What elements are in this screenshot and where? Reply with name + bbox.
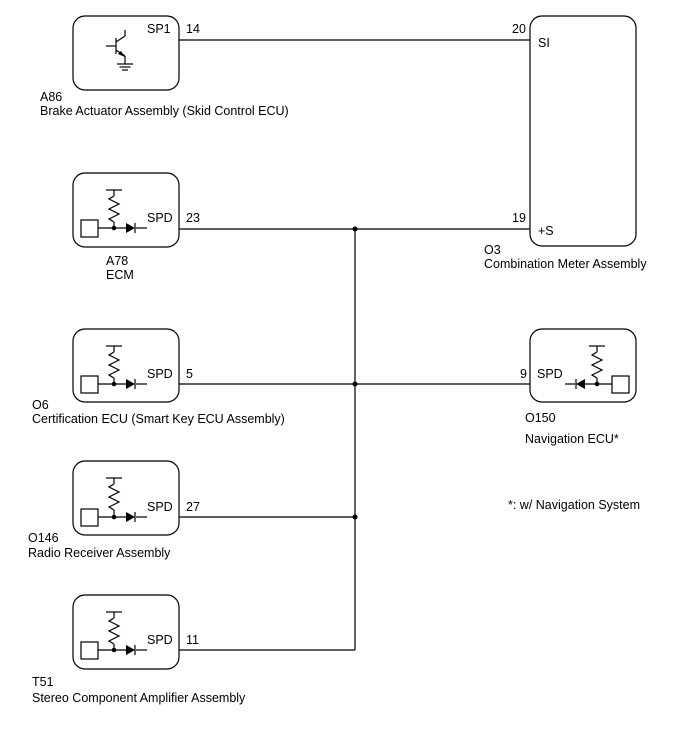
- t51-node: [111, 647, 117, 653]
- a86-terminal: SP1: [147, 22, 171, 36]
- t51-internal: [80, 611, 147, 660]
- a86-pin: 14: [186, 22, 200, 36]
- o150-node: [594, 381, 600, 387]
- o3-name: Combination Meter Assembly: [484, 257, 647, 271]
- ecm-node: [111, 225, 117, 231]
- t51-terminal: SPD: [147, 633, 173, 647]
- a86-box: [72, 15, 180, 91]
- ecm-diode: [126, 223, 135, 233]
- o150-box: [529, 328, 637, 403]
- o3-code: O3: [484, 243, 501, 257]
- o150-name: Navigation ECU*: [525, 432, 619, 446]
- a86-name: Brake Actuator Assembly (Skid Control EC…: [40, 104, 289, 118]
- o150-pin: 9: [520, 367, 527, 381]
- transistor-symbol: [106, 30, 133, 71]
- t51-diode: [126, 645, 135, 655]
- o146-name: Radio Receiver Assembly: [28, 546, 171, 560]
- junction-2: [352, 381, 358, 387]
- o3-pin-s: 19: [512, 211, 526, 225]
- o150-terminal: SPD: [537, 367, 563, 381]
- a78-box: [72, 172, 180, 248]
- a78-pin: 23: [186, 211, 200, 225]
- o146-box: [72, 460, 180, 536]
- o3-terminal-si: SI: [538, 36, 550, 50]
- o3-box: [529, 15, 637, 247]
- a78-terminal: SPD: [147, 211, 173, 225]
- o146-node: [111, 514, 117, 520]
- o6-terminal: SPD: [147, 367, 173, 381]
- o146-code: O146: [28, 531, 59, 545]
- o3-pin-si: 20: [512, 22, 526, 36]
- o6-name: Certification ECU (Smart Key ECU Assembl…: [32, 412, 285, 426]
- o146-terminal: SPD: [147, 500, 173, 514]
- o6-code: O6: [32, 398, 49, 412]
- a86-emitter-arrow: [118, 51, 125, 57]
- o150-diode: [576, 379, 585, 389]
- o6-diode: [126, 379, 135, 389]
- junction-1: [352, 226, 358, 232]
- t51-pin: 11: [186, 633, 199, 647]
- o6-node: [111, 381, 117, 387]
- o146-diode: [126, 512, 135, 522]
- o150-code: O150: [525, 411, 556, 425]
- o3-terminal-s: +S: [538, 224, 554, 238]
- o146-pin: 27: [186, 500, 200, 514]
- footnote: *: w/ Navigation System: [508, 498, 640, 512]
- a78-name: ECM: [106, 268, 134, 282]
- o6-box: [72, 328, 180, 403]
- t51-code: T51: [32, 675, 54, 689]
- t51-box: [72, 594, 180, 670]
- o6-pin: 5: [186, 367, 193, 381]
- t51-name: Stereo Component Amplifier Assembly: [32, 691, 246, 705]
- a86-code: A86: [40, 90, 62, 104]
- junction-3: [352, 514, 358, 520]
- a78-code: A78: [106, 254, 128, 268]
